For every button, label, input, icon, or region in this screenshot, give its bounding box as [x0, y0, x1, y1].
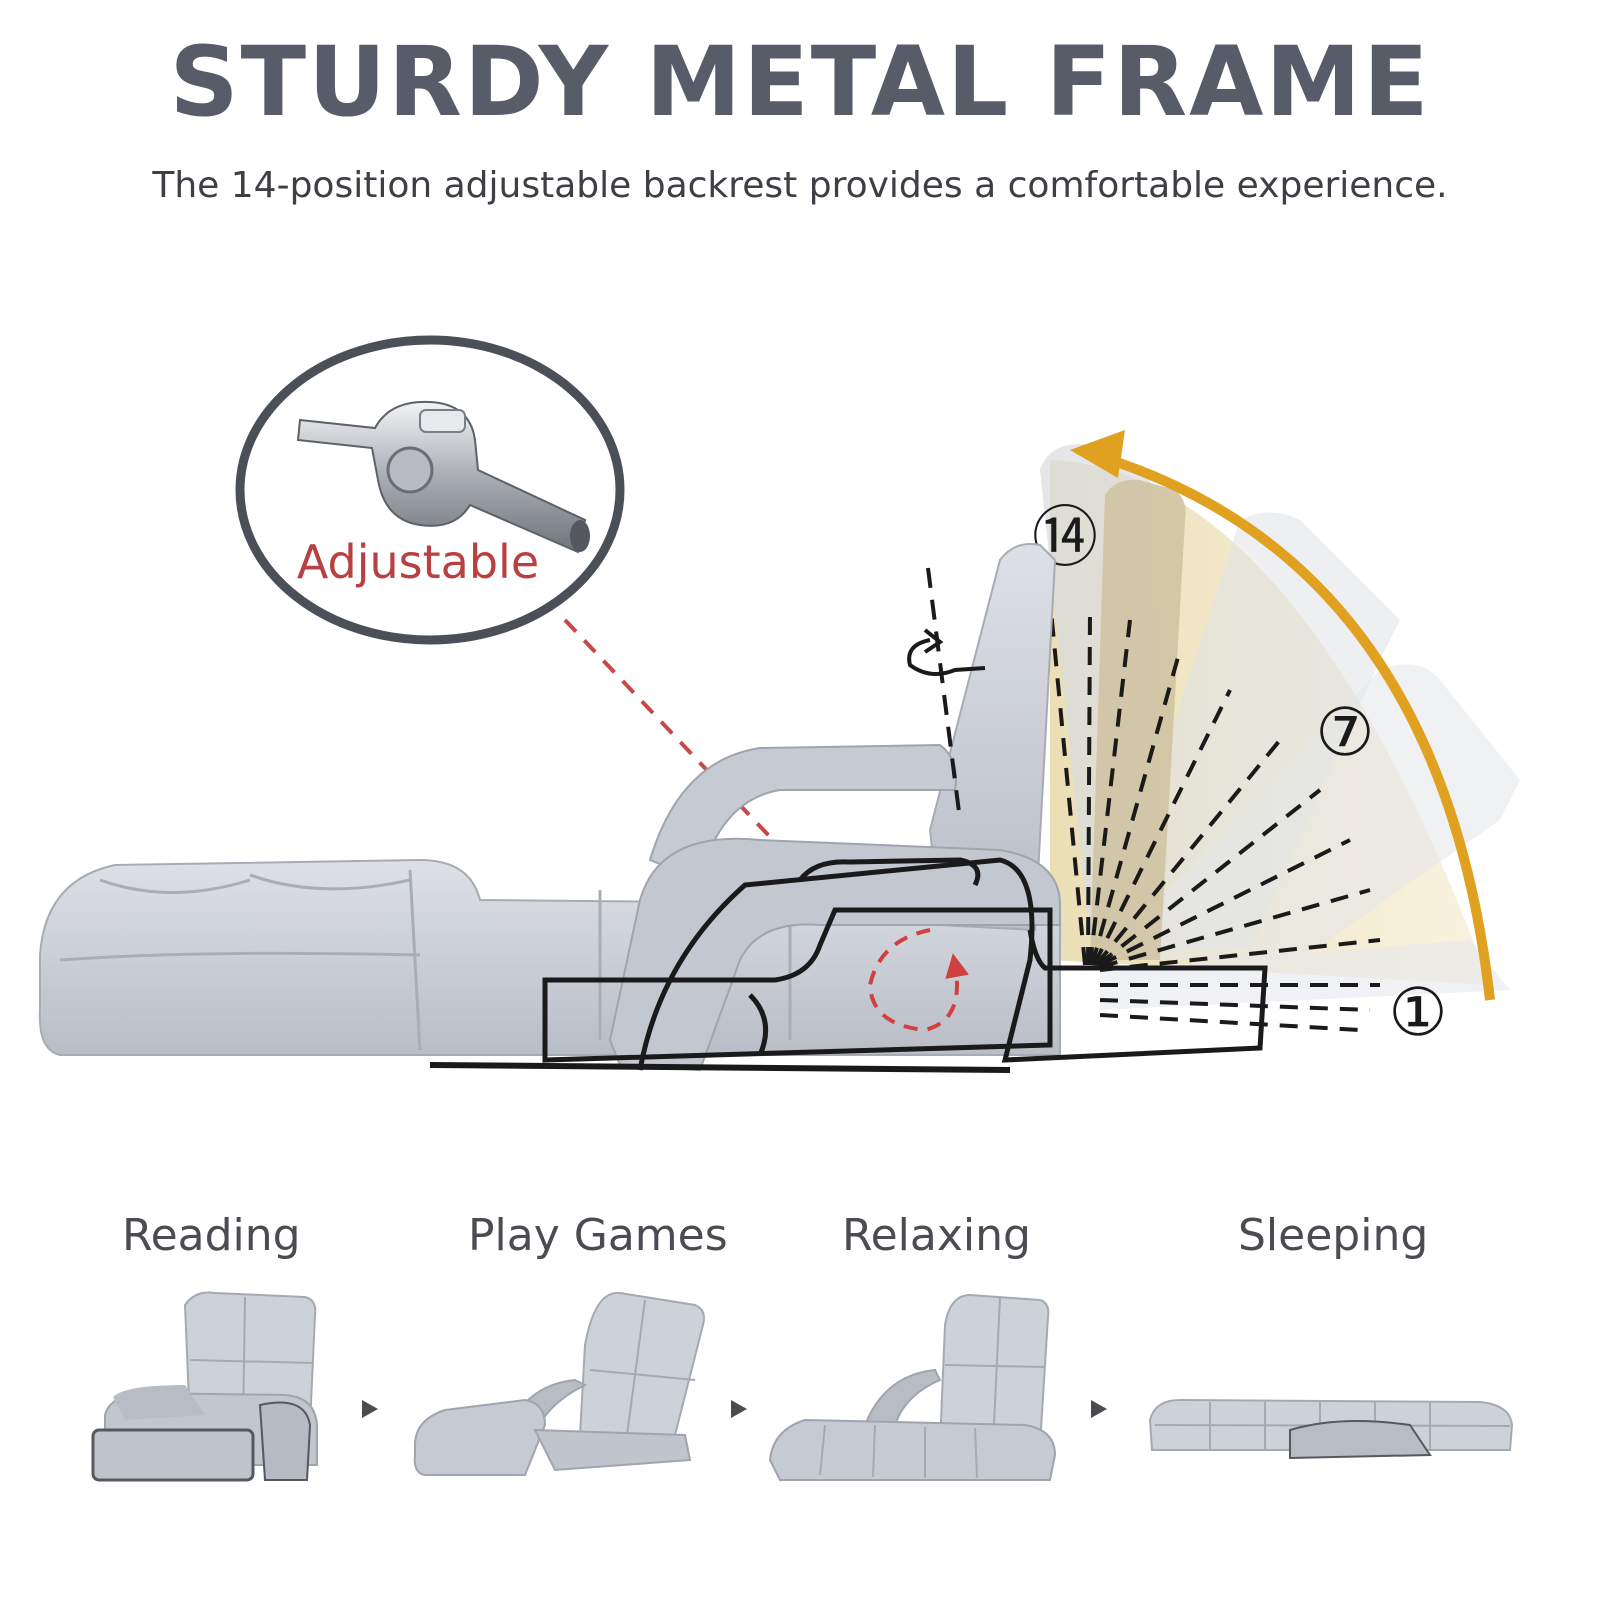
mode-label-relaxing: Relaxing — [842, 1210, 1031, 1261]
product-illustration: Adjustable ⑭ — [38, 335, 1520, 1073]
adjustable-label: Adjustable — [297, 535, 539, 589]
mode-image-reading — [91, 1291, 318, 1482]
mode-label-play-games: Play Games — [468, 1210, 728, 1261]
position-7-label: ⑦ — [1315, 694, 1374, 771]
mode-image-relaxing — [768, 1293, 1057, 1481]
floor-chair-main — [38, 543, 1061, 1072]
hinge-callout: Adjustable — [235, 335, 625, 645]
next-arrow-icon — [362, 1400, 378, 1418]
headline-title: STURDY METAL FRAME — [169, 26, 1431, 138]
next-arrow-icon — [1091, 1400, 1107, 1418]
mode-image-sleeping — [1148, 1398, 1514, 1460]
metal-frame-outline — [429, 857, 1268, 1073]
headline-subtitle: The 14-position adjustable backrest prov… — [152, 165, 1448, 206]
mode-label-sleeping: Sleeping — [1238, 1210, 1429, 1261]
mode-label-reading: Reading — [122, 1210, 301, 1261]
recline-fan — [1040, 430, 1520, 1032]
next-arrow-icon — [731, 1400, 747, 1418]
mode-image-play-games — [413, 1291, 705, 1476]
metal-hinge-image — [296, 400, 590, 554]
position-1-label: ① — [1388, 974, 1447, 1051]
pivot-axis — [907, 567, 986, 821]
rotation-arrow-icon — [867, 928, 969, 1033]
